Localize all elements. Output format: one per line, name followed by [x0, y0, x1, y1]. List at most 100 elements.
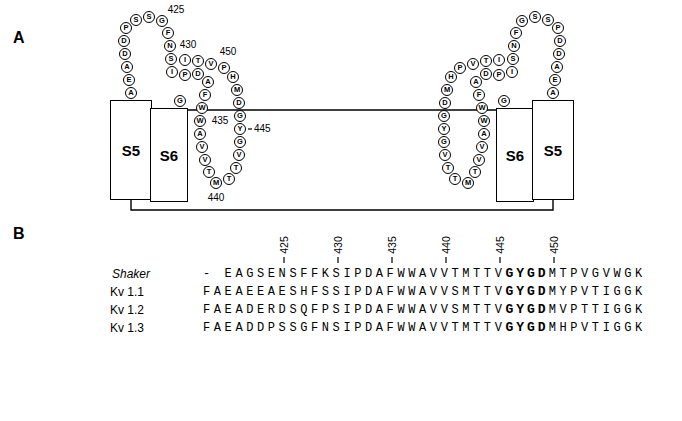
residue-letter: V: [202, 156, 207, 164]
residue-number: 435: [212, 116, 229, 126]
pore-residue: G: [156, 15, 168, 27]
residue-letter: E: [552, 76, 557, 84]
membrane-line: [131, 200, 553, 210]
residue-letter: P: [221, 64, 226, 72]
pore-residue: G: [234, 110, 246, 122]
pore-residue: V: [205, 58, 217, 70]
pore-residue: P: [454, 62, 466, 74]
pore-residue: V: [473, 154, 485, 166]
pore-residue: Y: [234, 123, 246, 135]
residue-letter: G: [237, 112, 243, 120]
pore-residue: G: [438, 110, 450, 122]
motif: GYGD: [505, 303, 548, 316]
residue-letter: V: [479, 143, 484, 151]
membrane-segment: S5: [110, 100, 152, 200]
residue-letter: P: [123, 24, 128, 32]
residue-letter: T: [196, 57, 201, 65]
pore-residue: A: [470, 76, 482, 88]
residue-letter: F: [477, 91, 482, 99]
pore-residue: T: [203, 166, 215, 178]
residue-letter: W: [196, 117, 203, 125]
residue-letter: P: [182, 71, 187, 79]
residue-letter: G: [441, 138, 447, 146]
pore-residue: S: [165, 53, 177, 65]
pore-residue: D: [439, 97, 451, 109]
sequence-name: Shaker: [112, 268, 150, 280]
pore-residue: D: [118, 35, 130, 47]
pore-residue: T: [230, 162, 242, 174]
residue-number: 450: [220, 47, 237, 57]
residue-letter: Y: [441, 125, 446, 133]
residue-letter: G: [237, 138, 243, 146]
residue-letter: S: [510, 55, 515, 63]
residue-letter: I: [498, 56, 500, 64]
pore-residue: V: [196, 141, 208, 153]
pore-residue: F: [199, 89, 211, 101]
residue-letter: S: [545, 16, 550, 24]
pore-residue: M: [210, 177, 222, 189]
residue-letter: V: [470, 60, 475, 68]
pore-residue: P: [493, 69, 505, 81]
sequence: MVPTTIGGK: [549, 304, 646, 316]
residue-letter: D: [483, 70, 488, 78]
residue-letter: H: [448, 73, 453, 81]
residue-letter: T: [473, 168, 478, 176]
pore-residue: N: [508, 40, 520, 52]
residue-letter: V: [442, 151, 447, 159]
pore-residue: S: [143, 11, 155, 23]
residue-letter: M: [465, 179, 471, 187]
pore-residue: G: [174, 95, 186, 107]
residue-letter: G: [441, 112, 447, 120]
pore-residue: A: [547, 87, 559, 99]
pore-residue: F: [473, 89, 485, 101]
sequence: - EAGSENSFFKSIPDAFWWAVVTMTTV: [203, 268, 505, 280]
residue-letter: D: [195, 70, 200, 78]
residue-letter: N: [167, 42, 172, 50]
residue-letter: W: [198, 104, 205, 112]
residue-number: 445: [254, 124, 271, 134]
membrane-line: [188, 109, 496, 110]
tick-mark: [445, 257, 446, 263]
pore-residue: P: [218, 62, 230, 74]
pore-residue: A: [202, 76, 214, 88]
residue-letter: N: [511, 42, 516, 50]
pore-residue: I: [179, 54, 191, 66]
pore-residue: V: [476, 141, 488, 153]
column-number: 430: [333, 236, 344, 254]
pore-residue: T: [469, 166, 481, 178]
residue-letter: S: [133, 16, 138, 24]
residue-letter: G: [501, 97, 507, 105]
residue-letter: I: [171, 68, 173, 76]
residue-letter: F: [166, 29, 171, 37]
segment-label: S5: [544, 143, 562, 158]
residue-letter: M: [234, 86, 240, 94]
segment-label: S5: [122, 143, 140, 158]
pore-residue: G: [438, 136, 450, 148]
residue-letter: P: [457, 64, 462, 72]
residue-letter: G: [519, 17, 525, 25]
residue-letter: H: [230, 73, 235, 81]
pore-residue: D: [480, 68, 492, 80]
residue-letter: A: [473, 78, 478, 86]
pore-residue: I: [506, 66, 518, 78]
pore-residue: F: [162, 27, 174, 39]
residue-letter: I: [184, 56, 186, 64]
residue-letter: S: [146, 13, 151, 21]
tick-mark: [499, 257, 500, 263]
sequence-name: Kv 1.2: [110, 304, 144, 316]
motif: GYGD: [505, 321, 548, 334]
residue-letter: A: [481, 130, 486, 138]
pore-residue: A: [551, 61, 563, 73]
residue-letter: D: [556, 50, 561, 58]
residue-letter: V: [199, 143, 204, 151]
residue-letter: A: [550, 89, 555, 97]
residue-letter: T: [234, 164, 239, 172]
residue-letter: W: [478, 104, 485, 112]
pore-residue: V: [467, 58, 479, 70]
pore-residue: W: [196, 102, 208, 114]
residue-letter: I: [511, 68, 513, 76]
pore-residue: A: [121, 61, 133, 73]
residue-letter: T: [453, 175, 458, 183]
pore-residue: M: [231, 84, 243, 96]
motif: GYGD: [505, 267, 548, 280]
